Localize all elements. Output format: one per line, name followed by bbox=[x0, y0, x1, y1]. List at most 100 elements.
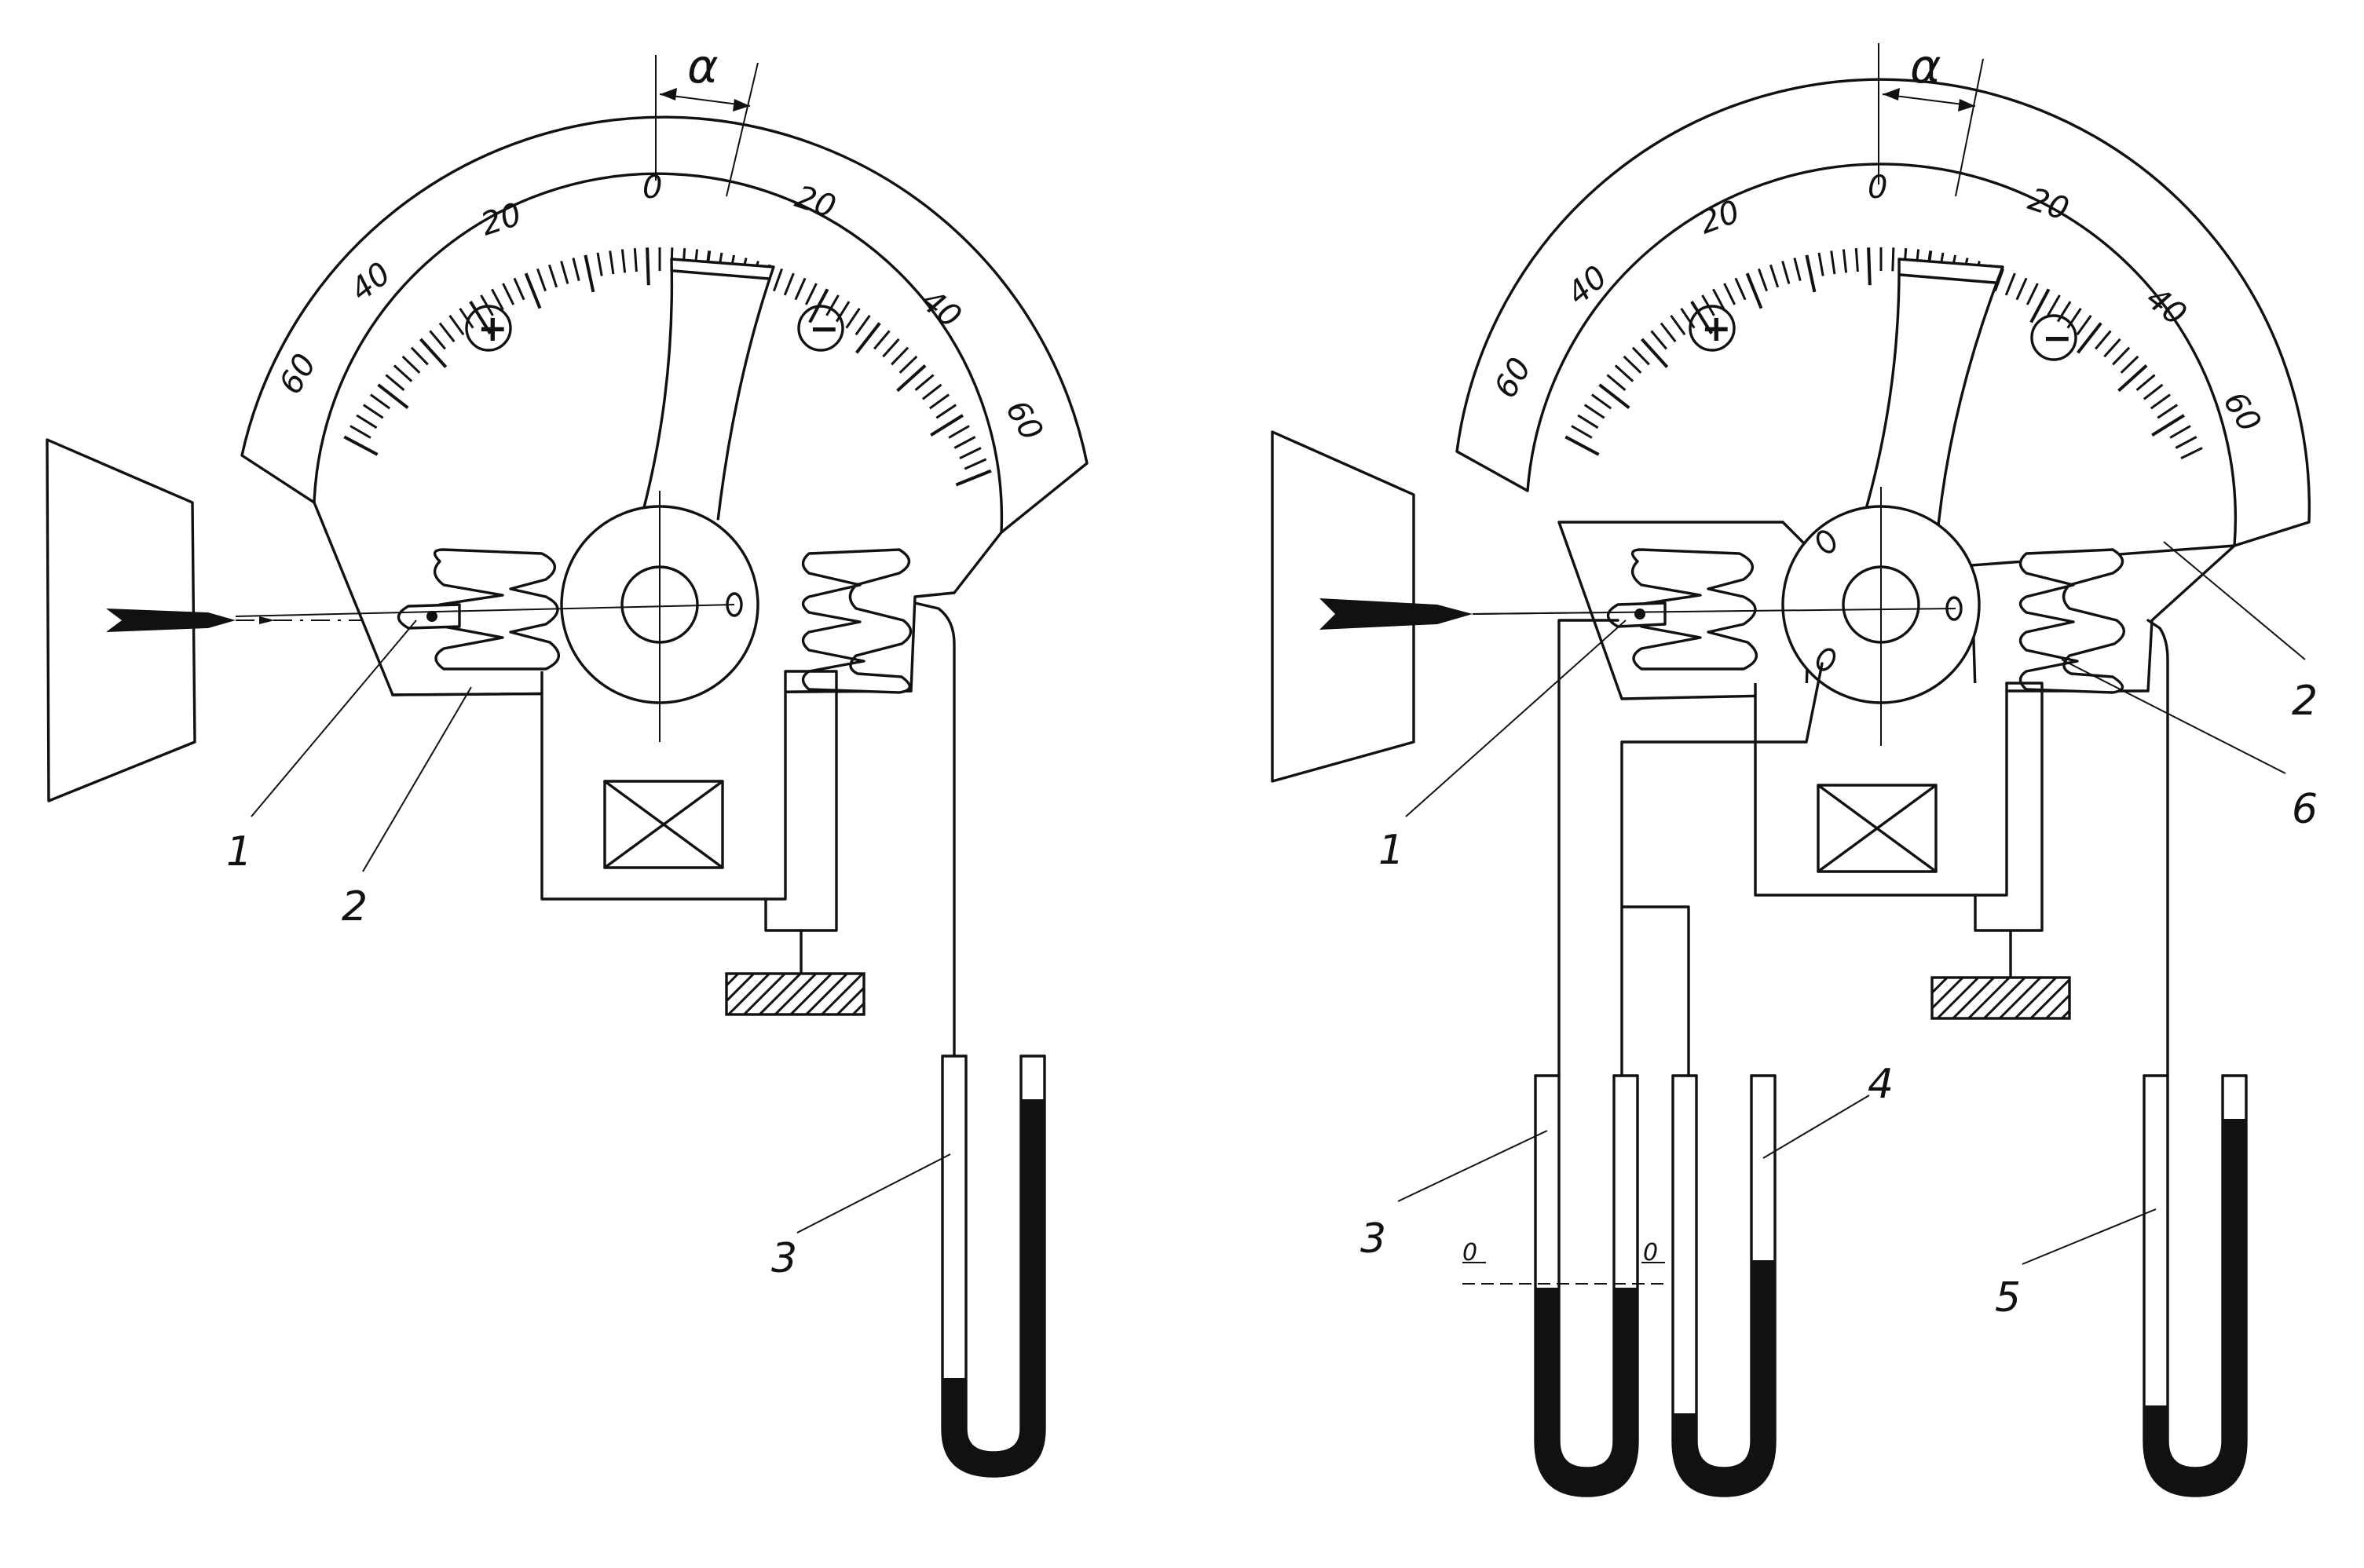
right-scale-tick bbox=[1641, 338, 1669, 368]
left-scale-tick bbox=[845, 307, 861, 329]
right-scale-tick bbox=[2117, 364, 2148, 393]
left-hub bbox=[560, 491, 759, 742]
left-alpha-label: α bbox=[687, 39, 719, 94]
left-nozzle-block bbox=[46, 438, 196, 802]
left-scale-tick bbox=[914, 374, 935, 391]
left-knob[interactable] bbox=[725, 972, 865, 1016]
right-leader-2 bbox=[2163, 541, 2306, 660]
right-scale-tick bbox=[1614, 364, 1634, 382]
left-scale-tick bbox=[419, 338, 448, 368]
right-manometer-5 bbox=[2143, 1074, 2248, 1497]
right-scale-label-0: 0 bbox=[1868, 170, 1887, 206]
right-manometer-4 bbox=[1671, 1074, 1777, 1497]
right-scale-tick bbox=[2047, 294, 2061, 316]
left-minus-circle: − bbox=[797, 305, 844, 352]
right-scale-tick bbox=[2056, 301, 2072, 323]
left-scale-tick bbox=[964, 458, 987, 470]
left-scale-tick bbox=[896, 364, 927, 393]
left-scale-tick bbox=[620, 249, 627, 273]
right-scale-tick bbox=[2143, 383, 2164, 400]
right-scale-tick bbox=[1583, 404, 1605, 419]
right-scale-tick bbox=[2026, 283, 2039, 305]
left-leader-3 bbox=[796, 1153, 951, 1234]
right-tube-3 bbox=[1620, 905, 1690, 1077]
left-scale-tick bbox=[393, 364, 413, 382]
left-manometer bbox=[941, 1054, 1046, 1478]
right-tube-2 bbox=[1620, 662, 1824, 1077]
right-label-manometer-middle: 4 bbox=[1868, 1061, 1894, 1108]
left-tube bbox=[913, 601, 956, 1058]
right-scale-tick bbox=[1734, 277, 1747, 301]
right-scale-tick bbox=[2029, 288, 2051, 323]
left-scale-tick bbox=[646, 247, 650, 286]
right-probe bbox=[1472, 601, 1956, 628]
left-scale-tick bbox=[572, 258, 580, 281]
right-minus-circle: − bbox=[2030, 314, 2077, 361]
right-scale-tick bbox=[1606, 374, 1627, 391]
right-scale-tick bbox=[1623, 355, 1642, 374]
right-scale-tick bbox=[2169, 425, 2191, 439]
left-scale-tick bbox=[855, 322, 881, 354]
right-leader-6 bbox=[2061, 659, 2286, 774]
left-scale-tick bbox=[502, 283, 515, 305]
left-scale-tick bbox=[953, 436, 976, 449]
left-scale-tick bbox=[377, 383, 409, 409]
left-scale-tick bbox=[448, 315, 465, 336]
left-scale-tick bbox=[825, 294, 840, 316]
right-plus-sign: + bbox=[1701, 307, 1732, 349]
left-scale-tick bbox=[459, 307, 474, 329]
right-label-manometer-right: 5 bbox=[1995, 1274, 2021, 1321]
left-scale-tick bbox=[524, 272, 542, 309]
left-label-body: 2 bbox=[342, 883, 368, 930]
left-slot-right bbox=[801, 548, 913, 694]
right-leader-5 bbox=[2022, 1208, 2157, 1265]
right-label-slot: 6 bbox=[2292, 786, 2318, 833]
right-scale-tick bbox=[1817, 252, 1824, 276]
left-scale-tick bbox=[609, 250, 615, 275]
right-scale-tick bbox=[1670, 315, 1686, 336]
right-scale-tick bbox=[1757, 268, 1769, 292]
right-minus-sign: − bbox=[2042, 316, 2073, 359]
right-scale-tick bbox=[2103, 338, 2121, 358]
left-scale-tick bbox=[921, 383, 942, 400]
left-scale-tick bbox=[783, 272, 795, 296]
right-scale-tick bbox=[1830, 250, 1836, 275]
right-figure: 60 40 20 0 20 40 60 α + − bbox=[1271, 39, 2318, 1497]
left-alpha-marker: α bbox=[655, 39, 759, 197]
right-plus-circle: + bbox=[1689, 305, 1736, 352]
right-scale-tick bbox=[1577, 414, 1599, 429]
left-scale-tick bbox=[930, 414, 964, 437]
right-scale-tick bbox=[1891, 247, 1895, 272]
right-scale-tick bbox=[1793, 258, 1802, 281]
right-zero-label-right: 0 bbox=[1643, 1239, 1658, 1266]
right-scale-tick bbox=[1723, 283, 1736, 305]
left-figure: 60 40 20 0 20 40 60 α + − bbox=[46, 39, 1089, 1478]
right-scale-tick bbox=[1564, 435, 1600, 456]
right-scale-tick bbox=[2066, 307, 2082, 329]
left-minus-sign: − bbox=[809, 307, 840, 349]
left-scale-tick bbox=[401, 355, 421, 374]
right-scale-tick bbox=[2180, 447, 2203, 460]
left-scale-tick bbox=[560, 261, 569, 284]
right-scale-tick bbox=[1680, 307, 1696, 329]
right-scale-tick bbox=[1745, 272, 1763, 309]
right-knob[interactable] bbox=[1930, 976, 2071, 1020]
right-scale-tick bbox=[2112, 346, 2131, 366]
left-scale-label-0: 0 bbox=[642, 170, 662, 206]
right-scale-tick bbox=[1598, 383, 1630, 409]
left-scale-tick bbox=[898, 355, 918, 374]
right-scale-tick bbox=[1660, 322, 1677, 343]
left-scale-tick bbox=[772, 268, 784, 292]
left-scale-tick bbox=[596, 252, 603, 276]
left-scale-tick bbox=[959, 447, 982, 460]
left-scale-tick bbox=[356, 414, 378, 429]
left-label-manometer: 3 bbox=[771, 1235, 797, 1282]
right-scale-tick bbox=[2157, 404, 2179, 419]
left-plus-circle: + bbox=[465, 305, 512, 352]
left-scale-tick bbox=[438, 322, 456, 343]
right-scale-arc: 60 40 20 0 20 40 60 bbox=[1455, 78, 2311, 547]
left-scale-tick bbox=[370, 393, 391, 410]
left-scale-tick bbox=[835, 301, 851, 323]
right-leader-1 bbox=[1405, 620, 1627, 817]
right-scale-tick bbox=[1805, 254, 1817, 293]
